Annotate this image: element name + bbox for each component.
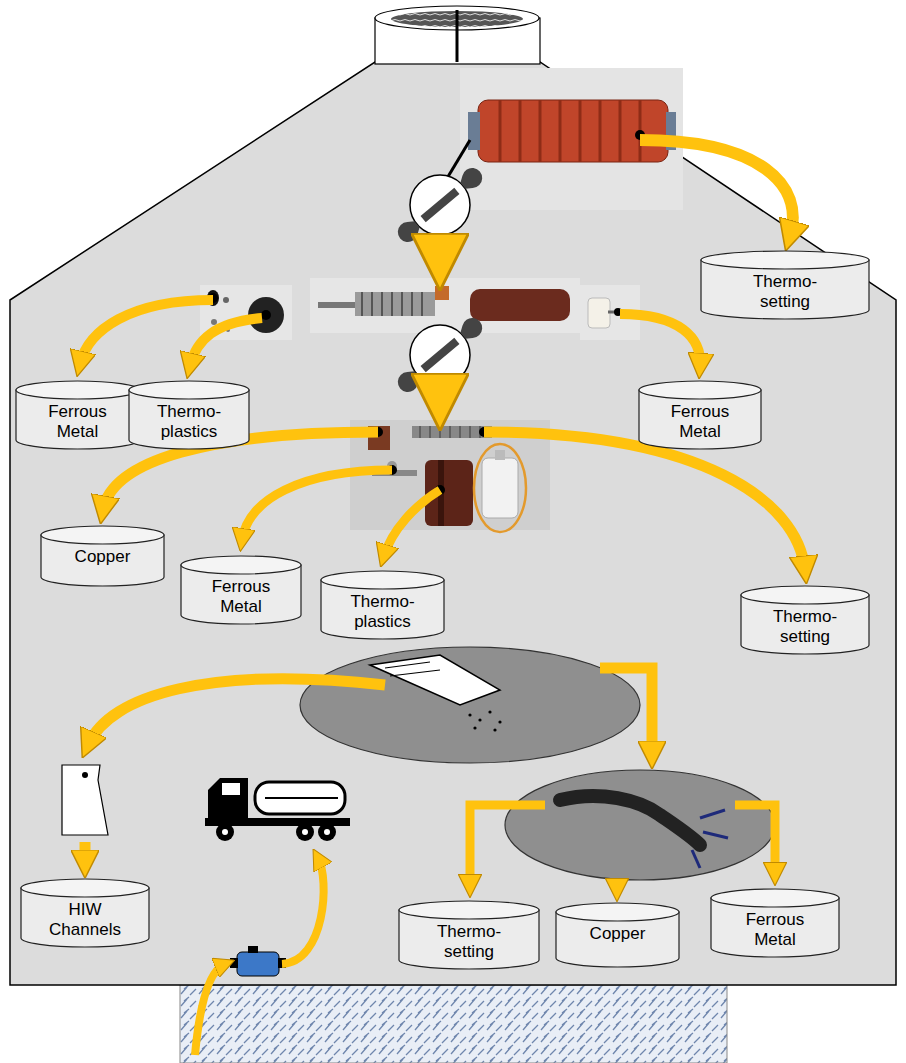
bin-label: Thermo- plastics [141, 402, 237, 441]
bin-lid [16, 381, 139, 399]
bin-label: Ferrous Metal [30, 402, 126, 441]
bin-label: Ferrous Metal [193, 577, 289, 616]
flow-arrow [80, 140, 805, 1055]
collection-bin: Ferrous Metal [638, 380, 762, 450]
collection-bin: Copper [555, 902, 680, 968]
bin-lid [181, 556, 301, 574]
bin-label: Ferrous Metal [652, 402, 748, 441]
bin-label: Thermo- setting [737, 272, 833, 311]
collection-bin: Ferrous Metal [180, 555, 302, 625]
collection-bin: Ferrous Metal [15, 380, 140, 450]
collection-bin: Thermo- setting [740, 585, 870, 655]
pump-icon [230, 946, 286, 976]
leader-line [374, 428, 488, 494]
bin-label: Thermo- setting [757, 607, 853, 646]
wrench-icon [394, 314, 487, 396]
bin-label: Copper [590, 924, 646, 944]
shredder [300, 647, 640, 763]
tanker-truck [205, 778, 350, 841]
roof-filter [375, 6, 540, 64]
collection-bin: Copper [40, 525, 165, 587]
bin-lid [711, 889, 839, 907]
bin-lid [639, 381, 761, 399]
collection-bin: Thermo- plastics [128, 380, 250, 450]
collection-bin: HIW Channels [20, 878, 150, 948]
collection-bin: Thermo- setting [398, 900, 540, 970]
bag-icon [62, 765, 108, 835]
bin-lid [321, 571, 444, 589]
separator [505, 770, 775, 880]
bin-lid [741, 586, 869, 604]
collection-bin: Thermo- plastics [320, 570, 445, 640]
wrench-icon [394, 140, 487, 246]
collection-bin: Ferrous Metal [710, 888, 840, 958]
bin-label: Copper [75, 547, 131, 567]
plant-housing [10, 62, 896, 985]
bin-label: Ferrous Metal [727, 910, 823, 949]
bin-label: Thermo- setting [421, 922, 517, 961]
foundation [180, 985, 727, 1063]
bin-label: Thermo- plastics [335, 592, 431, 631]
bin-lid [701, 251, 869, 269]
bin-lid [399, 901, 539, 919]
bin-lid [556, 903, 679, 921]
bin-lid [21, 879, 149, 897]
collection-bin: Thermo- setting [700, 250, 870, 320]
bin-label: HIW Channels [37, 900, 133, 939]
bin-lid [129, 381, 249, 399]
bin-lid [41, 526, 164, 544]
